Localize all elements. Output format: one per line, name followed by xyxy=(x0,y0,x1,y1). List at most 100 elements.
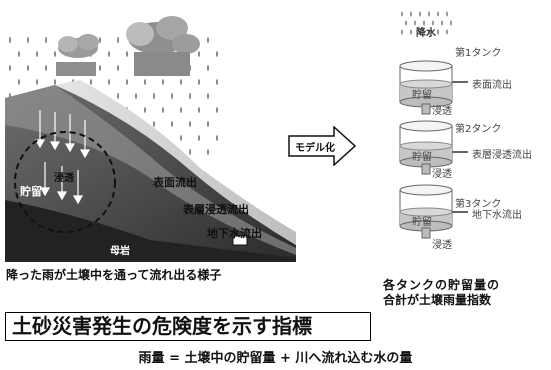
cloud-small-icon xyxy=(56,34,99,76)
rain-drop xyxy=(107,51,111,57)
rain-drop xyxy=(400,29,404,35)
rain-drop xyxy=(152,93,156,99)
rain-drop xyxy=(409,11,413,17)
rain-drop xyxy=(215,51,219,57)
rain-drop xyxy=(197,135,201,141)
rain-drop xyxy=(53,79,57,85)
label-storage-tank-3: 貯留 xyxy=(412,217,432,228)
tank-2 xyxy=(399,120,468,175)
rain-drop xyxy=(418,29,422,35)
infiltration-arrows xyxy=(34,110,91,205)
tank-model xyxy=(399,11,468,239)
label-tank-3: 第3タンク xyxy=(455,199,502,210)
label-tank-2: 第2タンク xyxy=(455,124,502,135)
rain-drop xyxy=(26,65,30,71)
rain-drop xyxy=(197,107,201,113)
rain-drop xyxy=(107,79,111,85)
rain-drop xyxy=(17,51,21,57)
rain-drop xyxy=(89,79,93,85)
rain-drop xyxy=(431,20,435,26)
rain-drop xyxy=(445,29,449,35)
rain-drop xyxy=(422,20,426,26)
rain-drop xyxy=(404,20,408,26)
rain-drop xyxy=(179,107,183,113)
rain-drop xyxy=(152,121,156,127)
page-title: 土砂災害発生の危険度を示す指標 xyxy=(5,312,371,341)
bedrock-base xyxy=(5,200,296,262)
slope-caption: 降った雨が土壌中を通って流れ出る様子 xyxy=(6,268,222,282)
label-tank-1: 第1タンク xyxy=(455,48,502,59)
rain-drop xyxy=(206,37,210,43)
label-infiltration-tank-3: 浸透 xyxy=(432,240,452,251)
rain-drop xyxy=(179,135,183,141)
model-arrow-icon xyxy=(288,126,356,166)
label-storage-tank-2: 貯留 xyxy=(412,152,432,163)
label-rainfall: 降水 xyxy=(416,28,436,39)
cloud-large-icon xyxy=(126,16,200,76)
rain-drop xyxy=(427,29,431,35)
rain-drop xyxy=(206,93,210,99)
storage-circle xyxy=(14,131,116,233)
rain-drop xyxy=(197,51,201,57)
label-subsurface-runoff: 表層浸透流出 xyxy=(183,203,249,216)
rain-drop xyxy=(116,65,120,71)
label-infiltration-slope: 浸透 xyxy=(54,173,74,184)
rain-drop xyxy=(143,107,147,113)
rain-drop xyxy=(8,37,12,43)
slope-illustration xyxy=(5,16,296,262)
groundwater-outlet xyxy=(232,235,248,246)
rain-drop xyxy=(44,65,48,71)
rain-drop xyxy=(53,51,57,57)
rain-drop xyxy=(188,121,192,127)
rain-drop xyxy=(125,51,129,57)
label-bedrock: 母岩 xyxy=(110,246,130,257)
rain-drop xyxy=(215,135,219,141)
rain-drop xyxy=(413,20,417,26)
rain-drop xyxy=(445,11,449,17)
label-outflow-2: 表層浸透流出 xyxy=(472,150,532,161)
rain-drop xyxy=(206,121,210,127)
rain-drop xyxy=(134,93,138,99)
rain-drop xyxy=(26,37,30,43)
rain-drop xyxy=(161,79,165,85)
rain-drop xyxy=(188,93,192,99)
rain-drop xyxy=(170,93,174,99)
rain-drop xyxy=(35,51,39,57)
label-outflow-1: 表面流出 xyxy=(472,80,512,91)
rain-drop xyxy=(206,149,210,155)
rain-drop xyxy=(215,79,219,85)
tank-3 xyxy=(399,184,468,239)
rain-drop xyxy=(17,79,21,85)
rain-drop xyxy=(179,79,183,85)
label-infiltration-tank-2: 浸透 xyxy=(432,169,452,180)
rain-drop xyxy=(98,65,102,71)
slope-subsurface-layer xyxy=(5,85,296,255)
label-groundwater-runoff: 地下水流出 xyxy=(207,227,262,240)
rain-drop xyxy=(197,79,201,85)
rain-drop xyxy=(44,37,48,43)
label-outflow-3: 地下水流出 xyxy=(472,210,522,221)
rain-drop xyxy=(436,11,440,17)
rain-drop xyxy=(98,37,102,43)
rain-drop xyxy=(161,107,165,113)
label-storage-tank-1: 貯留 xyxy=(412,90,432,101)
label-surface-runoff: 表面流出 xyxy=(153,176,197,189)
slope-topsoil-layer xyxy=(55,80,296,245)
rain-drop xyxy=(206,65,210,71)
rain-drop xyxy=(440,20,444,26)
rain-drop xyxy=(143,79,147,85)
model-arrow-label: モデル化 xyxy=(295,143,335,154)
rain-drop xyxy=(188,149,192,155)
rain-drop xyxy=(125,79,129,85)
rain-drop xyxy=(418,11,422,17)
tank-1 xyxy=(399,60,468,115)
rain-drop xyxy=(170,121,174,127)
label-storage-slope: 貯留 xyxy=(20,185,42,198)
rain-drop xyxy=(116,37,120,43)
label-infiltration-tank-1: 浸透 xyxy=(432,106,452,117)
rain-drop xyxy=(116,93,120,99)
formula: 雨量 = 土壌中の貯留量 + 川へ流れ込む水の量 xyxy=(138,351,413,366)
tank-caption-line-1: 各タンクの貯留量の xyxy=(383,278,501,292)
rain-drop xyxy=(215,107,219,113)
rain-drop xyxy=(409,29,413,35)
